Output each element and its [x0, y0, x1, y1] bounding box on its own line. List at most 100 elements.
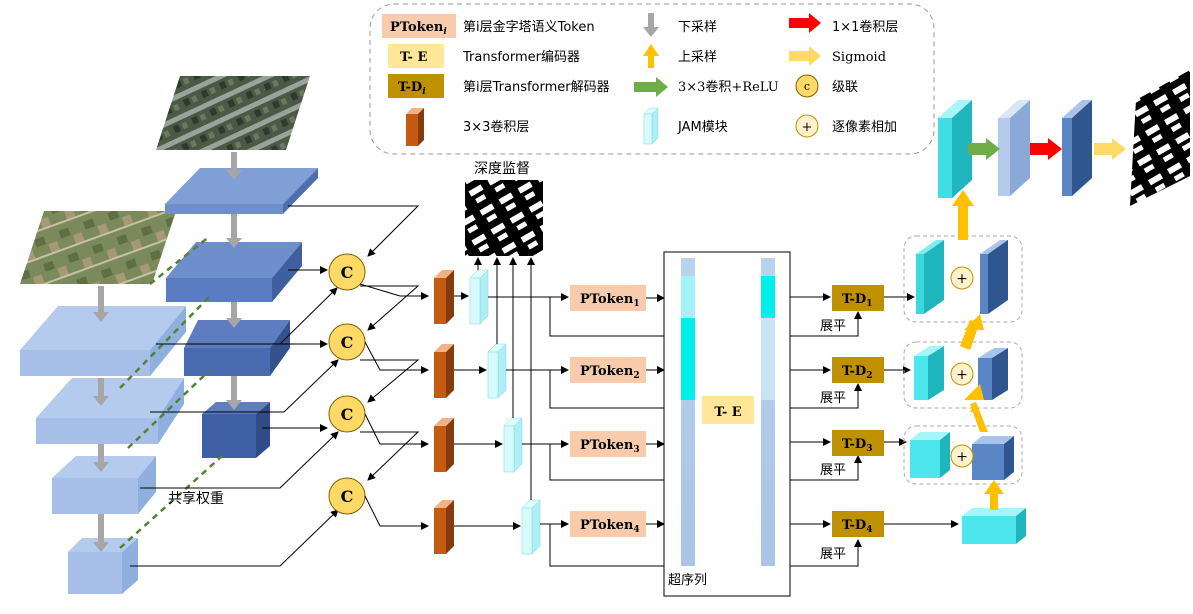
- flatten-label: 展平: [820, 319, 846, 334]
- input-image-bottom: [20, 211, 176, 284]
- conv3x3-block: [434, 344, 454, 398]
- input-image-top: [156, 76, 310, 150]
- legend-decoder-desc: 第i层Transformer解码器: [463, 80, 610, 95]
- concat-nodes: C C C C: [328, 253, 366, 515]
- add-node: [950, 362, 974, 386]
- legend-upsample-icon: [643, 44, 659, 68]
- legend-downsample-desc: 下采样: [678, 20, 717, 35]
- decoder-box: [832, 511, 884, 537]
- legend: PTokeni 第i层金字塔语义Token T- E Transformer编码…: [369, 3, 935, 155]
- legend-sigmoid-icon: [789, 46, 821, 66]
- ptoken-to-encoder-lines: [646, 294, 665, 528]
- sequence-segment: [681, 318, 695, 400]
- legend-ptoken-desc: 第i层金字塔语义Token: [463, 19, 595, 35]
- legend-decoder-label: T-Di: [398, 80, 426, 97]
- transformer-encoder: T- E 超序列: [663, 251, 791, 597]
- backbone-to-concat-lines: [130, 205, 420, 567]
- decoder-box: [832, 430, 884, 456]
- concat-label: C: [341, 263, 354, 282]
- legend-add-symbol: +: [802, 120, 813, 135]
- ptoken-label: PToken1: [580, 292, 640, 309]
- ptoken-label: PToken3: [580, 438, 640, 455]
- legend-conv1-text: 1×1卷积层: [832, 19, 898, 35]
- deep-supervision-mask: [465, 180, 543, 256]
- add-symbol: +: [956, 367, 968, 383]
- legend-sigmoid-desc: Sigmoid: [832, 50, 886, 65]
- legend-conv3-icon: [406, 108, 424, 146]
- encoder-label: T- E: [714, 405, 741, 420]
- fusion-level-3: +: [910, 432, 1014, 480]
- conv-to-jam-lines: [454, 292, 521, 530]
- fusion-frame: [903, 341, 1023, 409]
- jam-modules: [469, 269, 541, 555]
- legend-ptoken-label: PTokeni: [390, 20, 447, 37]
- shared-weights-links: [119, 235, 223, 549]
- concat-label: C: [341, 487, 354, 506]
- legend-encoder-label: T- E: [400, 50, 427, 65]
- concat-label: C: [341, 405, 354, 424]
- fusion-frame: [903, 235, 1023, 323]
- decoder-label: T-D3: [842, 437, 872, 454]
- concat-to-conv-lines: [359, 283, 429, 530]
- decoder-box: [832, 285, 884, 311]
- legend-encoder-swatch: [388, 44, 444, 68]
- legend-ptoken-swatch: [382, 14, 456, 38]
- sequence-segment: [761, 318, 775, 400]
- backbone-upper: [165, 168, 318, 458]
- deep-supervision-arrows: [474, 257, 535, 500]
- decoder-label: T-D1: [842, 292, 872, 309]
- legend-conv3relu-desc: 3×3卷积+ReLU: [678, 79, 779, 95]
- conv-blocks: [434, 270, 454, 554]
- jam-module: [487, 343, 507, 399]
- legend-jam-desc: JAM模块: [677, 120, 728, 135]
- decoder-boxes: T-D1 T-D2 T-D3 T-D4: [832, 285, 884, 537]
- fusion-level-1: +: [916, 240, 1008, 314]
- decoder-out-lines: [884, 293, 959, 528]
- encoder-box: [702, 396, 754, 424]
- legend-downsample-icon: [643, 13, 659, 37]
- segmentation-head: [938, 100, 1092, 198]
- legend-add-icon: [795, 114, 819, 138]
- decoder-label: T-D4: [842, 518, 872, 535]
- conv3x3-block: [434, 270, 454, 324]
- legend-conv1-icon: [789, 13, 821, 33]
- fusion-frame: [903, 425, 1023, 485]
- conv3x3-block: [434, 500, 454, 554]
- conv3x3-block: [434, 418, 454, 472]
- ptoken-boxes: PToken1 PToken2 PToken3 PToken4: [570, 285, 646, 537]
- ptoken-box: [570, 511, 646, 537]
- legend-conv3-desc: 3×3卷积层: [463, 119, 529, 135]
- add-symbol: +: [956, 271, 968, 287]
- legend-add-desc: 逐像素相加: [832, 120, 897, 135]
- add-node: [950, 444, 974, 468]
- ptoken-label: PToken4: [580, 518, 640, 535]
- legend-concat-desc: 级联: [832, 80, 858, 95]
- sequence-segment: [761, 276, 775, 318]
- legend-encoder-desc: Transformer编码器: [462, 50, 580, 65]
- ptoken-box: [570, 431, 646, 457]
- legend-concat-icon: [795, 74, 819, 98]
- legend-concat-symbol: c: [804, 80, 810, 93]
- sequence-segment: [681, 276, 695, 318]
- decoder-box: [832, 357, 884, 383]
- head-arrows: [968, 138, 1126, 160]
- flatten-label: 展平: [820, 463, 846, 478]
- shared-weights-label: 共享权重: [168, 490, 224, 507]
- fusion-level-4: [962, 508, 1026, 544]
- downsample-arrows-lower: [93, 286, 109, 552]
- fusion-level-2: +: [914, 346, 1008, 400]
- jam-module: [521, 499, 541, 555]
- legend-conv3relu-icon: [634, 77, 668, 97]
- jam-to-ptoken-lines: [488, 293, 666, 567]
- ptoken-box: [570, 285, 646, 311]
- legend-jam-icon: [643, 107, 659, 145]
- add-node: [950, 266, 974, 290]
- legend-upsample-desc: 上采样: [678, 50, 717, 65]
- deep-supervision-label: 深度监督: [474, 161, 530, 177]
- upsample-arrows: [952, 190, 1004, 510]
- ptoken-label: PToken2: [580, 364, 640, 381]
- legend-decoder-swatch: [388, 74, 444, 98]
- jam-module: [503, 417, 523, 473]
